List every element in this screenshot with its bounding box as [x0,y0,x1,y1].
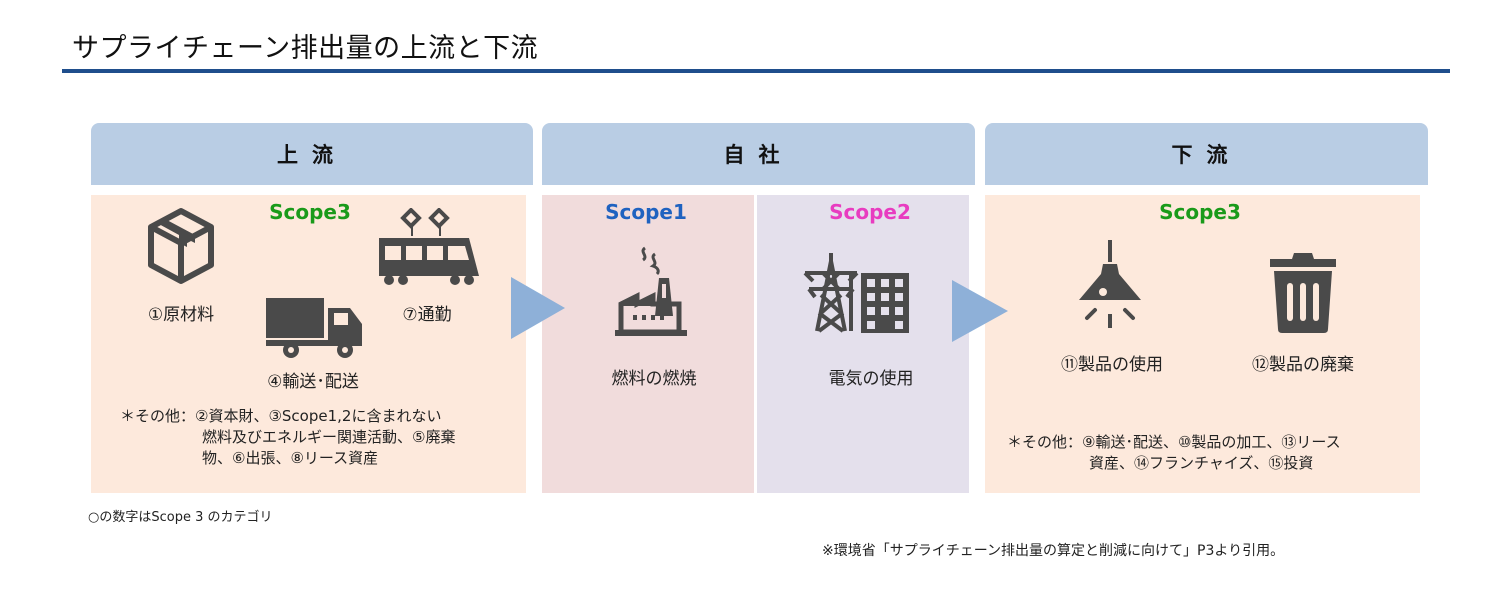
item-commuting: ⑦通勤 [402,305,452,325]
header-company: 自社 [542,123,975,185]
upstream-scope-label: Scope3 [269,200,351,224]
upstream-note-line-3: 物、⑥出張、⑧リース資産 [202,449,379,467]
trash-can-icon [1268,251,1338,333]
downstream-note-line-1: ＊その他：⑨輸送･配送、⑩製品の加工、⑬リース [1007,433,1341,451]
flow-arrow-upstream-to-company [511,277,565,339]
package-box-icon [145,207,217,285]
scope1-panel [542,195,754,493]
scope1-label: Scope1 [605,200,687,224]
lamp-icon [1077,240,1143,332]
item-transport-delivery: ④輸送･配送 [267,372,359,392]
header-downstream: 下流 [985,123,1428,185]
upstream-note-line-1: ＊その他：②資本財、③Scope1,2に含まれない [120,407,442,425]
source-citation: ※環境省「サプライチェーン排出量の算定と削減に向けて」P3より引用。 [822,543,1285,559]
power-tower-building-icon [803,251,911,333]
downstream-note-line-2: 資産、⑭フランチャイズ、⑮投資 [1089,454,1314,472]
scope2-label: Scope2 [829,200,911,224]
item-electricity-use: 電気の使用 [828,369,914,389]
header-upstream: 上流 [91,123,533,185]
train-icon [377,208,481,288]
factory-icon [615,246,687,338]
item-raw-materials: ①原材料 [147,305,215,325]
item-product-disposal: ⑫製品の廃棄 [1252,355,1354,375]
item-fuel-combustion: 燃料の燃焼 [611,369,697,389]
upstream-note-line-2: 燃料及びエネルギー関連活動、⑤廃棄 [202,428,456,446]
downstream-scope-label: Scope3 [1159,200,1241,224]
category-footnote: ○の数字はScope 3 のカテゴリ [88,510,273,525]
item-product-use: ⑪製品の使用 [1061,355,1163,375]
title-underline [62,69,1450,73]
flow-arrow-company-to-downstream [952,280,1008,342]
truck-icon [266,298,364,360]
scope2-panel [757,195,969,493]
page-title: サプライチェーン排出量の上流と下流 [72,33,539,64]
downstream-panel [985,195,1420,493]
